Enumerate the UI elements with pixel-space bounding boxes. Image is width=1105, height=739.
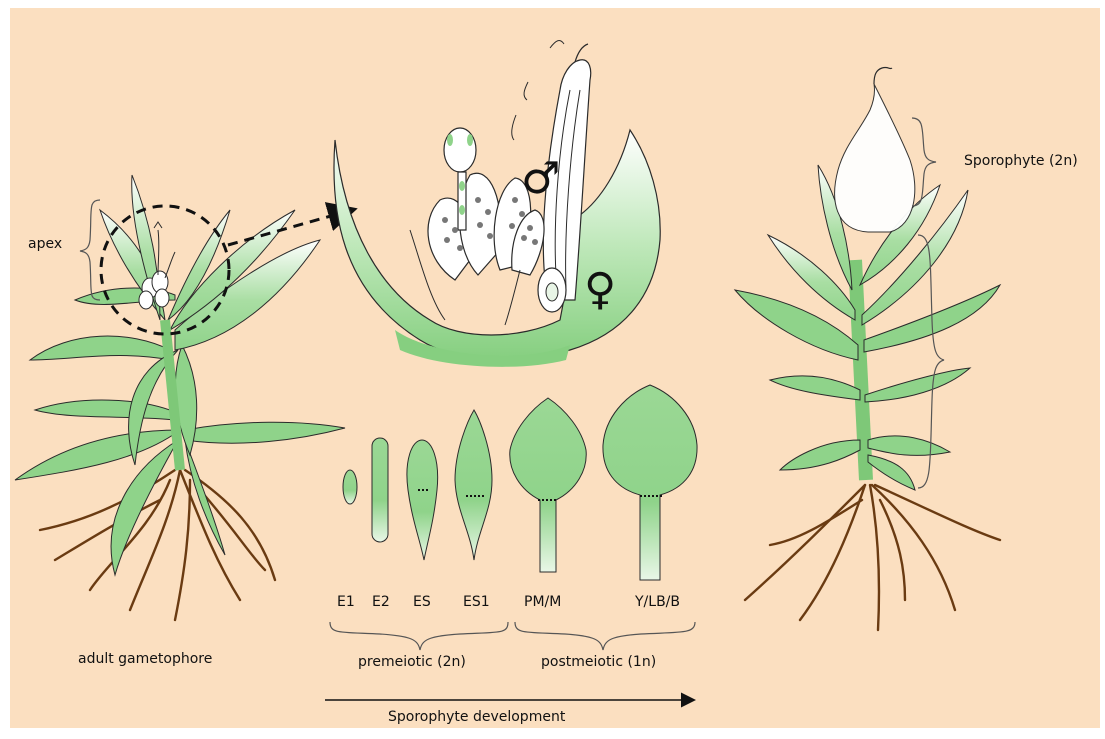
apex-label: apex	[28, 236, 62, 252]
stage-e1-shape	[343, 470, 357, 504]
stage-e2-shape	[372, 438, 388, 542]
stage-label-pm: PM/M	[524, 594, 561, 610]
stage-label-es1: ES1	[463, 594, 490, 610]
premeiotic-label: premeiotic (2n)	[358, 654, 466, 670]
stage-label-es: ES	[413, 594, 431, 610]
female-symbol: ♀	[584, 264, 616, 315]
postmeiotic-label: postmeiotic (1n)	[541, 654, 656, 670]
male-symbol: ♂	[521, 153, 560, 204]
stage-label-y: Y/LB/B	[635, 594, 680, 610]
stage-label-e2: E2	[372, 594, 390, 610]
stage-label-e1: E1	[337, 594, 355, 610]
adult-gametophore-label: adult gametophore	[78, 651, 212, 667]
development-axis-label: Sporophyte development	[388, 709, 565, 725]
sporophyte-2n-label: Sporophyte (2n)	[964, 153, 1078, 169]
